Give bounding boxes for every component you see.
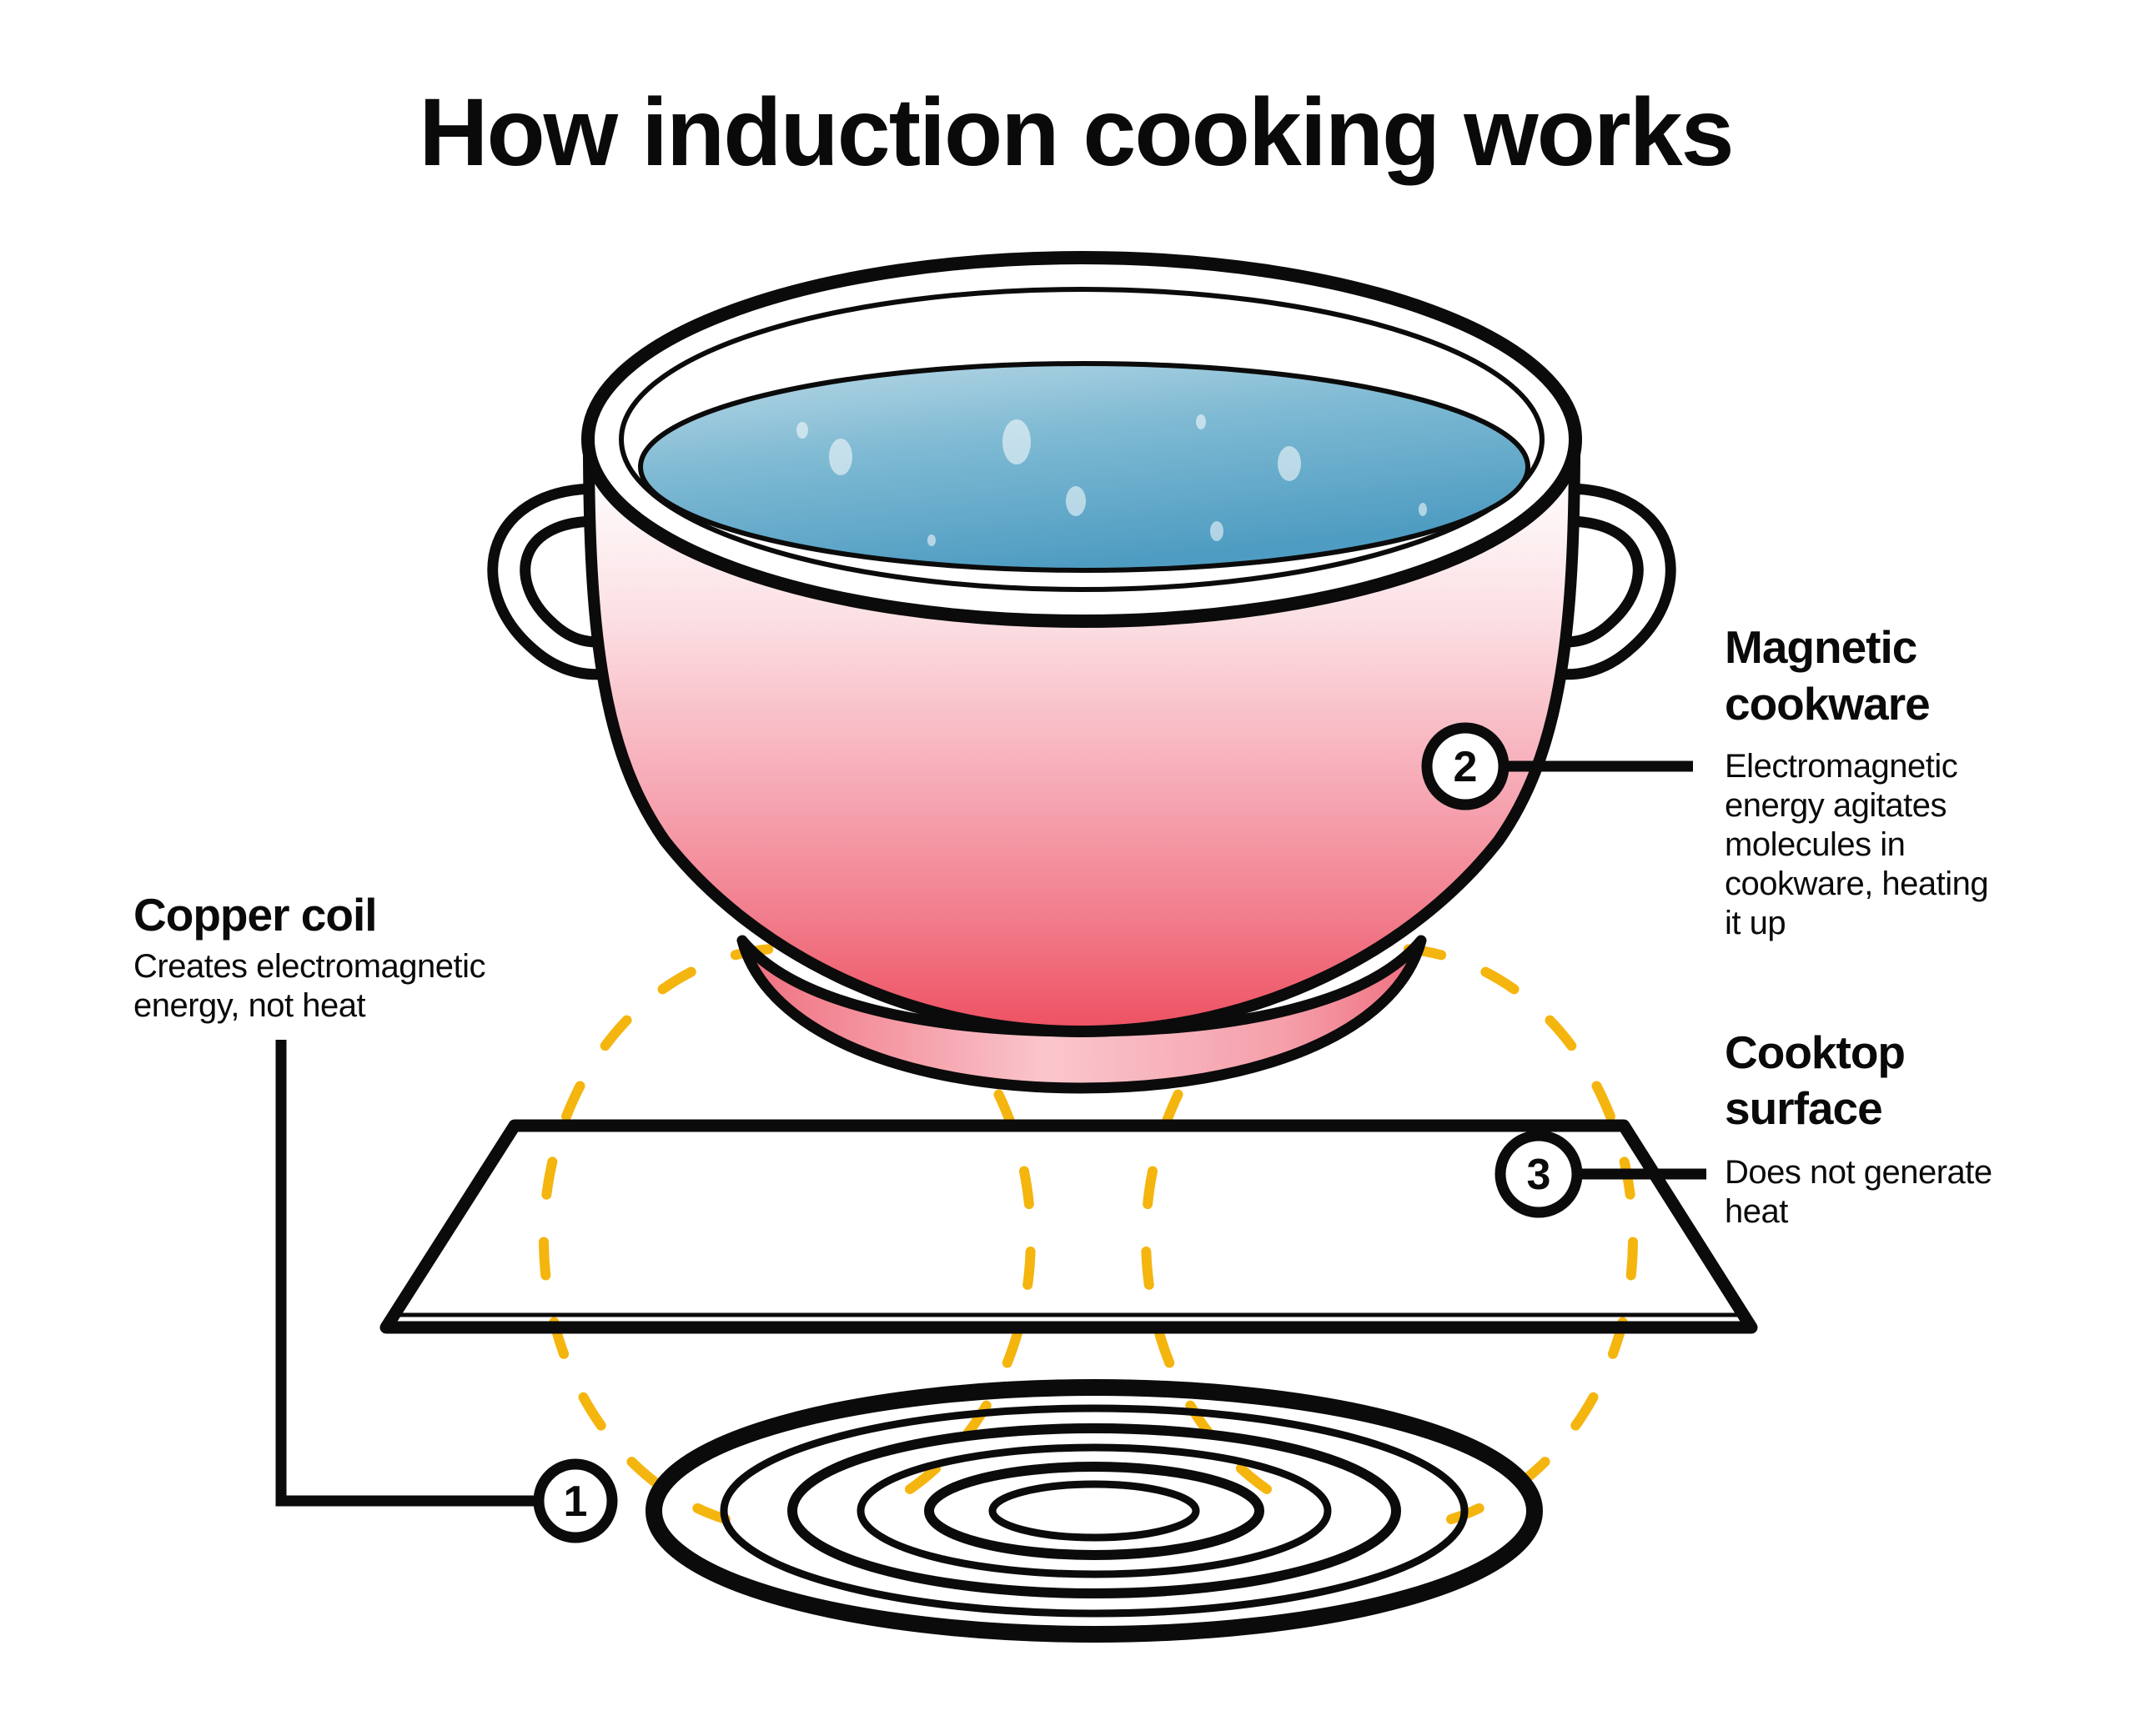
cooktop-surface — [379, 1119, 1758, 1334]
magnetic-cookware-title-line: cookware — [1725, 678, 1930, 730]
copper-coil-desc-line: energy, not heat — [133, 987, 366, 1024]
pot-base — [736, 935, 1427, 1094]
page-title: How induction cooking works — [419, 79, 1732, 186]
callout-cooktop-surface: Cooktop surface Does not generate heat — [1725, 1026, 1992, 1230]
coil-ring-2 — [720, 1404, 1469, 1618]
copper-coil-fill — [654, 1387, 1535, 1634]
cooktop-surface-desc-line: heat — [1725, 1193, 1788, 1230]
copper-coil — [646, 1379, 1543, 1643]
badge-number-1: 1 — [564, 1478, 588, 1526]
magnetic-cookware-desc-line: molecules in — [1725, 826, 1905, 863]
magnetic-cookware-desc-line: Electromagnetic — [1725, 748, 1957, 785]
coil-ring-6 — [988, 1480, 1200, 1542]
badge-number-2: 2 — [1454, 743, 1478, 791]
callout-magnetic-cookware: Magnetic cookware Electromagnetic energy… — [1725, 621, 1989, 941]
magnetic-cookware-desc-line: energy agitates — [1725, 787, 1947, 824]
cooktop-surface-desc-line: Does not generate — [1725, 1154, 1992, 1191]
badge-circle-2 — [1421, 722, 1510, 810]
coil-ring-1 — [646, 1379, 1543, 1643]
callout-copper-coil: Copper coil Creates electromagnetic ener… — [133, 889, 486, 1024]
pot-handle-left-inner — [498, 494, 612, 670]
pot — [581, 251, 1582, 1094]
badge-number-3: 3 — [1527, 1151, 1551, 1199]
cooktop-surface-fill — [386, 1126, 1751, 1327]
magnetic-cookware-desc-line: it up — [1725, 905, 1786, 941]
water-bubbles — [796, 414, 1427, 546]
pot-handle-right-inner — [1551, 494, 1665, 670]
coil-ring-5 — [924, 1462, 1264, 1560]
callout-leader-lines — [275, 760, 1706, 1507]
water-surface — [638, 361, 1530, 573]
cooktop-surface-title-line: Cooktop — [1725, 1026, 1905, 1078]
cooktop-surface-title-line: surface — [1725, 1082, 1882, 1134]
coil-ring-4 — [857, 1443, 1332, 1578]
magnetic-cookware-desc-line: cookware, heating — [1725, 865, 1988, 902]
magnetic-cookware-title-line: Magnetic — [1725, 621, 1916, 673]
copper-coil-title: Copper coil — [133, 889, 377, 941]
cooktop-surface-outline — [379, 1119, 1758, 1334]
pot-handles — [487, 483, 1676, 680]
badge-circle-3 — [1494, 1130, 1583, 1218]
callout-badges: 1 2 3 — [533, 722, 1583, 1543]
badge-circle-1 — [533, 1458, 618, 1543]
copper-coil-desc-line: Creates electromagnetic — [133, 948, 485, 985]
leader-line-1 — [275, 1040, 538, 1507]
coil-ring-3 — [787, 1423, 1401, 1598]
